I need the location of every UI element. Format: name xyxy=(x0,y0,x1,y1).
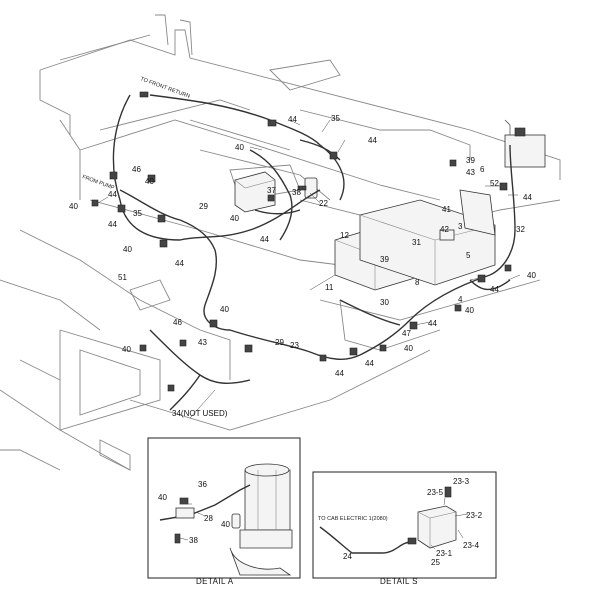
callout-label: 28 xyxy=(204,514,213,523)
callout-label: 44 xyxy=(260,235,269,244)
callout-label: 39 xyxy=(380,255,389,264)
callout-label: 47 xyxy=(402,329,411,338)
connectors xyxy=(91,91,512,392)
callout-label: 43 xyxy=(198,338,207,347)
callout-labels: 35 44 40 44 46 40 37 38 39 43 6 52 44 40… xyxy=(69,114,536,418)
callout-label: 40 xyxy=(230,214,239,223)
callout-label: 44 xyxy=(335,369,344,378)
callout-label: 44 xyxy=(523,193,532,202)
callout-label: 37 xyxy=(267,186,276,195)
callout-label: 23-1 xyxy=(436,549,453,558)
control-box xyxy=(359,199,496,286)
callout-label: 40 xyxy=(221,520,230,529)
callout-label: 39 xyxy=(466,156,475,165)
detail-s-title: DETAIL S xyxy=(380,577,418,586)
callout-label: 32 xyxy=(516,225,525,234)
callout-label: 5 xyxy=(466,251,471,260)
callout-label: 36 xyxy=(198,480,207,489)
callout-label: 31 xyxy=(412,238,421,247)
callout-label: 23-5 xyxy=(427,488,444,497)
callout-label: 34(NOT USED) xyxy=(172,409,228,418)
callout-label: 44 xyxy=(490,285,499,294)
callout-label: 40 xyxy=(235,143,244,152)
callout-label: 44 xyxy=(428,319,437,328)
callout-label: 40 xyxy=(404,344,413,353)
top-right-reservoir xyxy=(504,119,546,168)
callout-label: 52 xyxy=(490,179,499,188)
wiring-harness xyxy=(112,94,516,411)
callout-label: 23 xyxy=(290,341,299,350)
callout-label: 35 xyxy=(133,209,142,218)
callout-label: 11 xyxy=(325,283,334,292)
callout-label: 40 xyxy=(465,306,474,315)
callout-label: 44 xyxy=(365,359,374,368)
callout-label: 40 xyxy=(145,177,154,186)
callout-label: 38 xyxy=(189,536,198,545)
leader-lines xyxy=(97,119,521,419)
callout-label: 46 xyxy=(132,165,141,174)
detail-a-box: 40 36 28 40 38 DETAIL A xyxy=(147,437,301,586)
callout-label: 4 xyxy=(458,295,463,304)
callout-label: 38 xyxy=(292,188,301,197)
detail-a-title: DETAIL A xyxy=(196,577,234,586)
callout-label: 29 xyxy=(275,338,284,347)
callout-label: 3 xyxy=(458,222,463,231)
callout-label: 23-2 xyxy=(466,511,483,520)
callout-label: 23-4 xyxy=(463,541,480,550)
callout-label: 25 xyxy=(431,558,440,567)
callout-label: 12 xyxy=(340,231,349,240)
callout-label: 40 xyxy=(122,345,131,354)
lower-frame xyxy=(0,229,541,471)
callout-label: 40 xyxy=(69,202,78,211)
center-block xyxy=(234,171,276,213)
callout-label: 40 xyxy=(527,271,536,280)
callout-label: 22 xyxy=(319,199,328,208)
right-bracket xyxy=(459,189,496,236)
detail-s-box: TO CAB ELECTRIC 1(2080) 23-3 23-5 23-2 2… xyxy=(312,471,497,586)
callout-label: 46 xyxy=(173,318,182,327)
callout-label: 44 xyxy=(368,136,377,145)
callout-label: 40 xyxy=(123,245,132,254)
callout-label: 44 xyxy=(175,259,184,268)
callout-label: 24 xyxy=(343,552,352,561)
callout-label: 30 xyxy=(380,298,389,307)
callout-label: 8 xyxy=(415,278,420,287)
callout-label: 51 xyxy=(118,273,127,282)
callout-label: 44 xyxy=(108,190,117,199)
callout-label: 35 xyxy=(331,114,340,123)
callout-label: 29 xyxy=(199,202,208,211)
callout-label: 42 xyxy=(440,225,449,234)
detail-s-note: TO CAB ELECTRIC 1(2080) xyxy=(318,516,388,522)
callout-label: 44 xyxy=(288,115,297,124)
callout-label: 23-3 xyxy=(453,477,470,486)
callout-label: 40 xyxy=(220,305,229,314)
callout-label: 40 xyxy=(158,493,167,502)
callout-label: 41 xyxy=(442,205,451,214)
callout-label: 43 xyxy=(466,168,475,177)
callout-label: 44 xyxy=(108,220,117,229)
callout-label: 6 xyxy=(480,165,485,174)
